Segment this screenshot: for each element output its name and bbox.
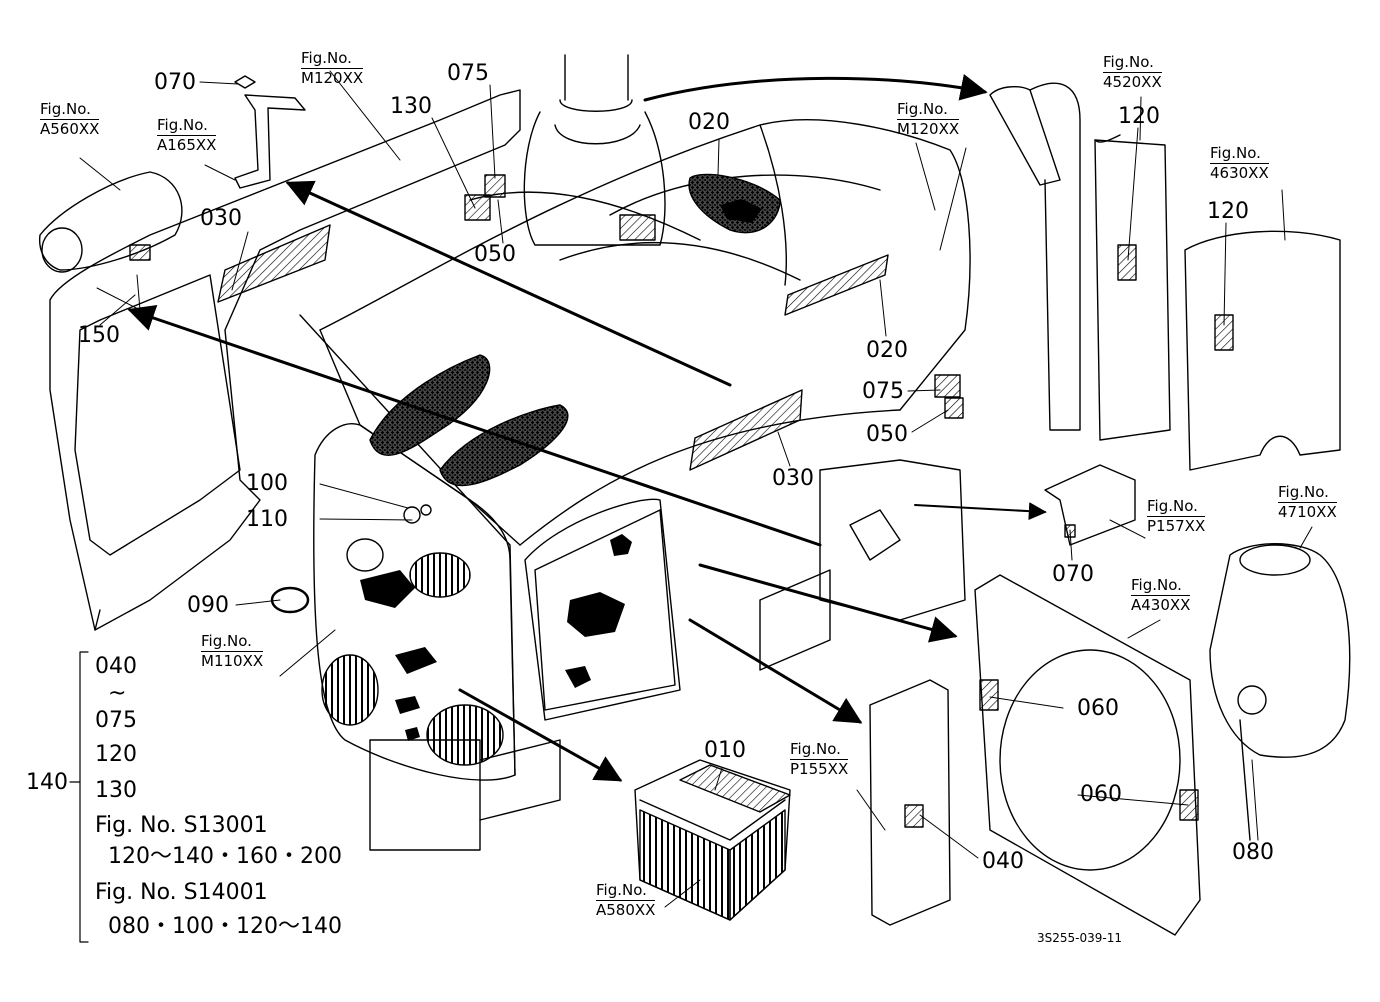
callout-010: 010 xyxy=(704,738,746,763)
callout-050: 050 xyxy=(474,242,516,267)
callout-110: 110 xyxy=(246,507,288,532)
callout-075: 075 xyxy=(447,61,489,86)
callout-050: 050 xyxy=(866,422,908,447)
fig-ref-a580: Fig.No.A580XX xyxy=(596,881,656,919)
list-line: 120 xyxy=(95,742,137,767)
radiator-shroud xyxy=(974,574,1201,936)
list-line: Fig. No. S14001 xyxy=(95,880,268,905)
left-side-panel xyxy=(49,89,521,631)
bracket-part xyxy=(234,75,306,189)
list-line: Fig. No. S13001 xyxy=(95,813,268,838)
callout-090: 090 xyxy=(187,593,229,618)
callout-070: 070 xyxy=(154,70,196,95)
grille-nose xyxy=(270,423,681,781)
callout-140: 140 xyxy=(26,770,68,795)
fig-ref-p155: Fig.No.P155XX xyxy=(790,740,849,778)
callout-060: 060 xyxy=(1077,696,1119,721)
engine-block xyxy=(369,459,966,851)
callout-020: 020 xyxy=(866,338,908,363)
fuel-tank xyxy=(1209,543,1351,841)
callout-070: 070 xyxy=(1052,562,1094,587)
callout-075: 075 xyxy=(862,379,904,404)
fig-ref-a165: Fig.No.A165XX xyxy=(157,116,217,154)
leader-arrows xyxy=(127,74,1047,782)
list-bracket xyxy=(69,651,89,943)
list-line: 120～140・160・200 xyxy=(108,844,342,869)
callout-040: 040 xyxy=(982,849,1024,874)
side-cover xyxy=(869,679,951,926)
drawing-reference: 3S255-039-11 xyxy=(1037,931,1122,945)
starter-motor xyxy=(38,171,183,273)
list-line: 130 xyxy=(95,778,137,803)
callout-060: 060 xyxy=(1080,782,1122,807)
list-line: 080・100・120～140 xyxy=(108,914,342,939)
list-line: 040 xyxy=(95,654,137,679)
callout-030: 030 xyxy=(772,466,814,491)
fig-ref-p157: Fig.No.P157XX xyxy=(1147,497,1206,535)
callout-150: 150 xyxy=(78,323,120,348)
fig-ref-4630: Fig.No.4630XX xyxy=(1210,144,1269,182)
callout-120: 120 xyxy=(1118,104,1160,129)
small-bracket xyxy=(1044,464,1136,546)
callout-130: 130 xyxy=(390,94,432,119)
list-line: 075 xyxy=(95,708,137,733)
fig-ref-a430: Fig.No.A430XX xyxy=(1131,576,1191,614)
battery xyxy=(634,759,791,921)
fig-ref-m120-right: Fig.No.M120XX xyxy=(897,100,960,138)
decal-marks xyxy=(360,199,762,741)
fig-ref-m120-left: Fig.No.M120XX xyxy=(301,49,364,87)
callout-080: 080 xyxy=(1232,840,1274,865)
callout-030: 030 xyxy=(200,206,242,231)
callout-leaders xyxy=(79,70,1313,908)
callout-020: 020 xyxy=(688,110,730,135)
fig-ref-m110: Fig.No.M110XX xyxy=(201,632,264,670)
callout-120: 120 xyxy=(1207,199,1249,224)
list-line: ~ xyxy=(108,681,127,706)
exhaust-pipe xyxy=(523,54,666,246)
fig-ref-4710: Fig.No.4710XX xyxy=(1278,483,1337,521)
fig-ref-4520: Fig.No.4520XX xyxy=(1103,53,1162,91)
muffler-cover xyxy=(989,82,1341,471)
callout-100: 100 xyxy=(246,471,288,496)
fig-ref-a560: Fig.No.A560XX xyxy=(40,100,100,138)
